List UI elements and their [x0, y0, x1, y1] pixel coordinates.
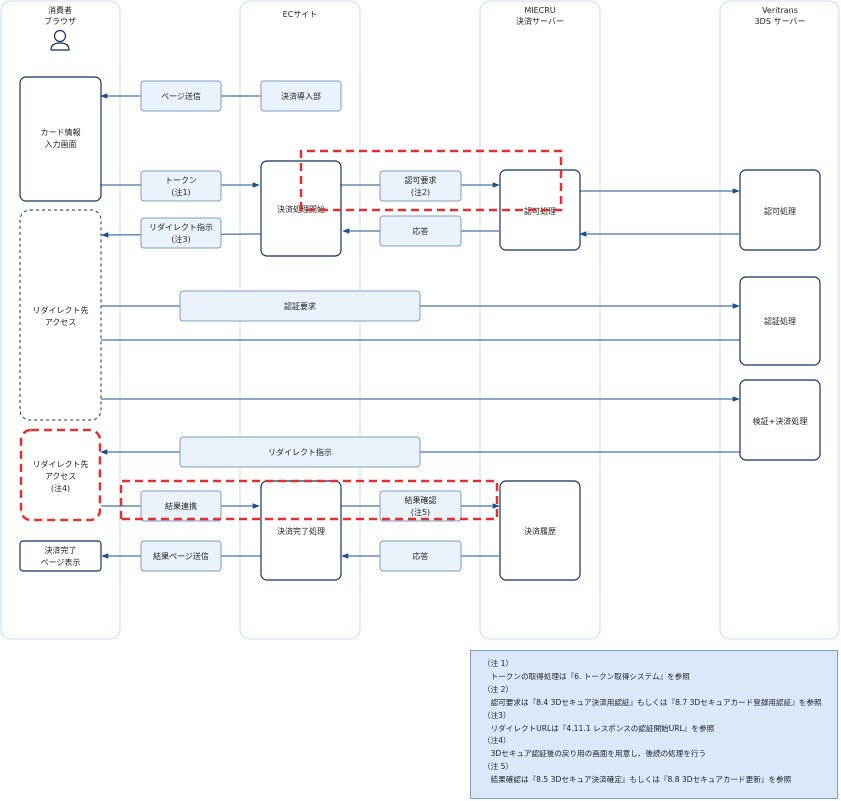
box-payment-complete: 決済完了処理 — [260, 480, 342, 581]
highlight-result-confirm — [119, 479, 499, 521]
label-redirect-instruction-note: リダイレクト指示 (注3) — [140, 217, 222, 249]
lane-consumer-title2: ブラウザ — [44, 16, 76, 26]
lane-consumer-title1: 消費者 — [48, 5, 72, 15]
box-authn-veritrans: 認証処理 — [739, 276, 821, 366]
box-auth-miecru-label: 認可処理 — [524, 206, 556, 216]
note-line: （注3） — [483, 710, 511, 720]
lane-veritrans-title2: 3DS サーバー — [755, 17, 806, 26]
note-line: （注 1） — [483, 659, 514, 668]
label-token-line2: (注1) — [171, 187, 190, 197]
lane-veritrans-title1: Veritrans — [762, 6, 798, 15]
note-line: （注 2） — [483, 684, 514, 694]
note-line: リダイレクトURLは『4.11.1 レスポンスの認証開始URL』を参照 — [483, 723, 715, 733]
label-result-confirm-line1: 結果確認 — [405, 495, 437, 505]
label-auth-request-line2: (注2) — [411, 187, 430, 197]
box-redirect-access-note-line2: アクセス — [45, 472, 77, 481]
label-redirect-instruction-note-line2: (注3) — [171, 234, 190, 244]
box-history-label: 決済履歴 — [524, 526, 556, 536]
label-result-page-send: 結果ページ送信 — [140, 540, 222, 572]
label-redirect-instruction-text: リダイレクト指示 — [268, 447, 332, 457]
highlight-auth-request — [299, 149, 563, 212]
box-verify-label: 検証+決済処理 — [753, 416, 808, 426]
note-line: 認可要求は『8.4 3Dセキュア決済用認証』もしくは『8.7 3Dセキュアカード… — [483, 697, 822, 707]
box-complete-page-line1: 決済完了 — [45, 545, 77, 555]
lane-miecru-title2: 決済サーバー — [516, 16, 564, 26]
label-result-confirm-line2: (注5) — [411, 507, 430, 517]
label-token: トークン (注1) — [140, 170, 222, 202]
box-verify: 検証+決済処理 — [739, 379, 821, 461]
label-auth-request: 認可要求 (注2) — [379, 170, 462, 202]
label-result-link: 結果連携 — [140, 490, 222, 522]
box-auth-veritrans: 認可処理 — [739, 169, 821, 251]
lane-ec-title: ECサイト — [283, 10, 318, 19]
box-payment-complete-label: 決済完了処理 — [277, 526, 325, 536]
label-response2-text: 応答 — [413, 551, 429, 561]
label-page-send-text: ページ送信 — [161, 91, 201, 101]
note-line: （注4） — [483, 736, 511, 746]
label-authn-request: 認証要求 — [179, 290, 421, 322]
label-result-link-text: 結果連携 — [165, 501, 197, 511]
box-auth-veritrans-label: 認可処理 — [764, 206, 796, 216]
arrow-authn-to-verify — [79, 339, 740, 402]
label-response1: 応答 — [379, 215, 462, 247]
label-redirect-instruction: リダイレクト指示 — [179, 436, 421, 468]
box-redirect-access: リダイレクト先 アクセス — [19, 209, 102, 421]
label-page-send: ページ送信 — [140, 80, 222, 112]
box-history: 決済履歴 — [499, 480, 581, 581]
label-authn-request-text: 認証要求 — [284, 301, 316, 311]
box-card-input: カード情報 入力画面 — [19, 76, 102, 202]
box-redirect-access-note: リダイレクト先 アクセス (注4) — [19, 428, 102, 522]
label-intro-text: 決済導入部 — [281, 91, 321, 101]
box-complete-page: 決済完了 ページ表示 — [19, 540, 102, 572]
lane-miecru: MIECRU 決済サーバー — [479, 0, 601, 640]
label-response2: 応答 — [379, 540, 462, 572]
box-redirect-access-note-line1: リダイレクト先 — [33, 459, 89, 469]
label-response1-text: 応答 — [413, 226, 429, 236]
box-redirect-access-line1: リダイレクト先 — [33, 305, 89, 315]
note-line: トークンの取得処理は『6. トークン取得システム』を参照 — [483, 671, 690, 681]
note-line: 3Dセキュア認証後の戻り用の画面を用意し、後続の処理を行う — [483, 749, 707, 759]
label-auth-request-line1: 認可要求 — [405, 175, 437, 185]
box-card-input-line2: 入力画面 — [45, 139, 77, 149]
note-line: （注 5） — [483, 762, 514, 772]
box-auth-miecru: 認可処理 — [499, 169, 581, 251]
box-complete-page-line2: ページ表示 — [41, 557, 81, 567]
label-result-confirm: 結果確認 (注5) — [379, 490, 462, 522]
label-intro: 決済導入部 — [260, 80, 342, 112]
box-redirect-access-line2: アクセス — [45, 318, 77, 327]
note-line: 結果確認は『8.5 3Dセキュア決済確定』もしくは『8.8 3Dセキュアカード更… — [483, 775, 792, 785]
user-icon — [50, 29, 70, 51]
label-redirect-instruction-note-line1: リダイレクト指示 — [149, 222, 213, 232]
lane-miecru-title1: MIECRU — [524, 6, 555, 15]
notes-panel: （注 1） トークンの取得処理は『6. トークン取得システム』を参照 （注 2）… — [470, 650, 838, 799]
connectors — [79, 93, 740, 559]
label-result-page-send-text: 結果ページ送信 — [153, 551, 209, 561]
box-authn-veritrans-label: 認証処理 — [764, 316, 796, 326]
box-redirect-access-note-line3: (注4) — [51, 483, 70, 493]
box-card-input-line1: カード情報 — [41, 127, 81, 137]
label-token-line1: トークン — [165, 176, 197, 185]
